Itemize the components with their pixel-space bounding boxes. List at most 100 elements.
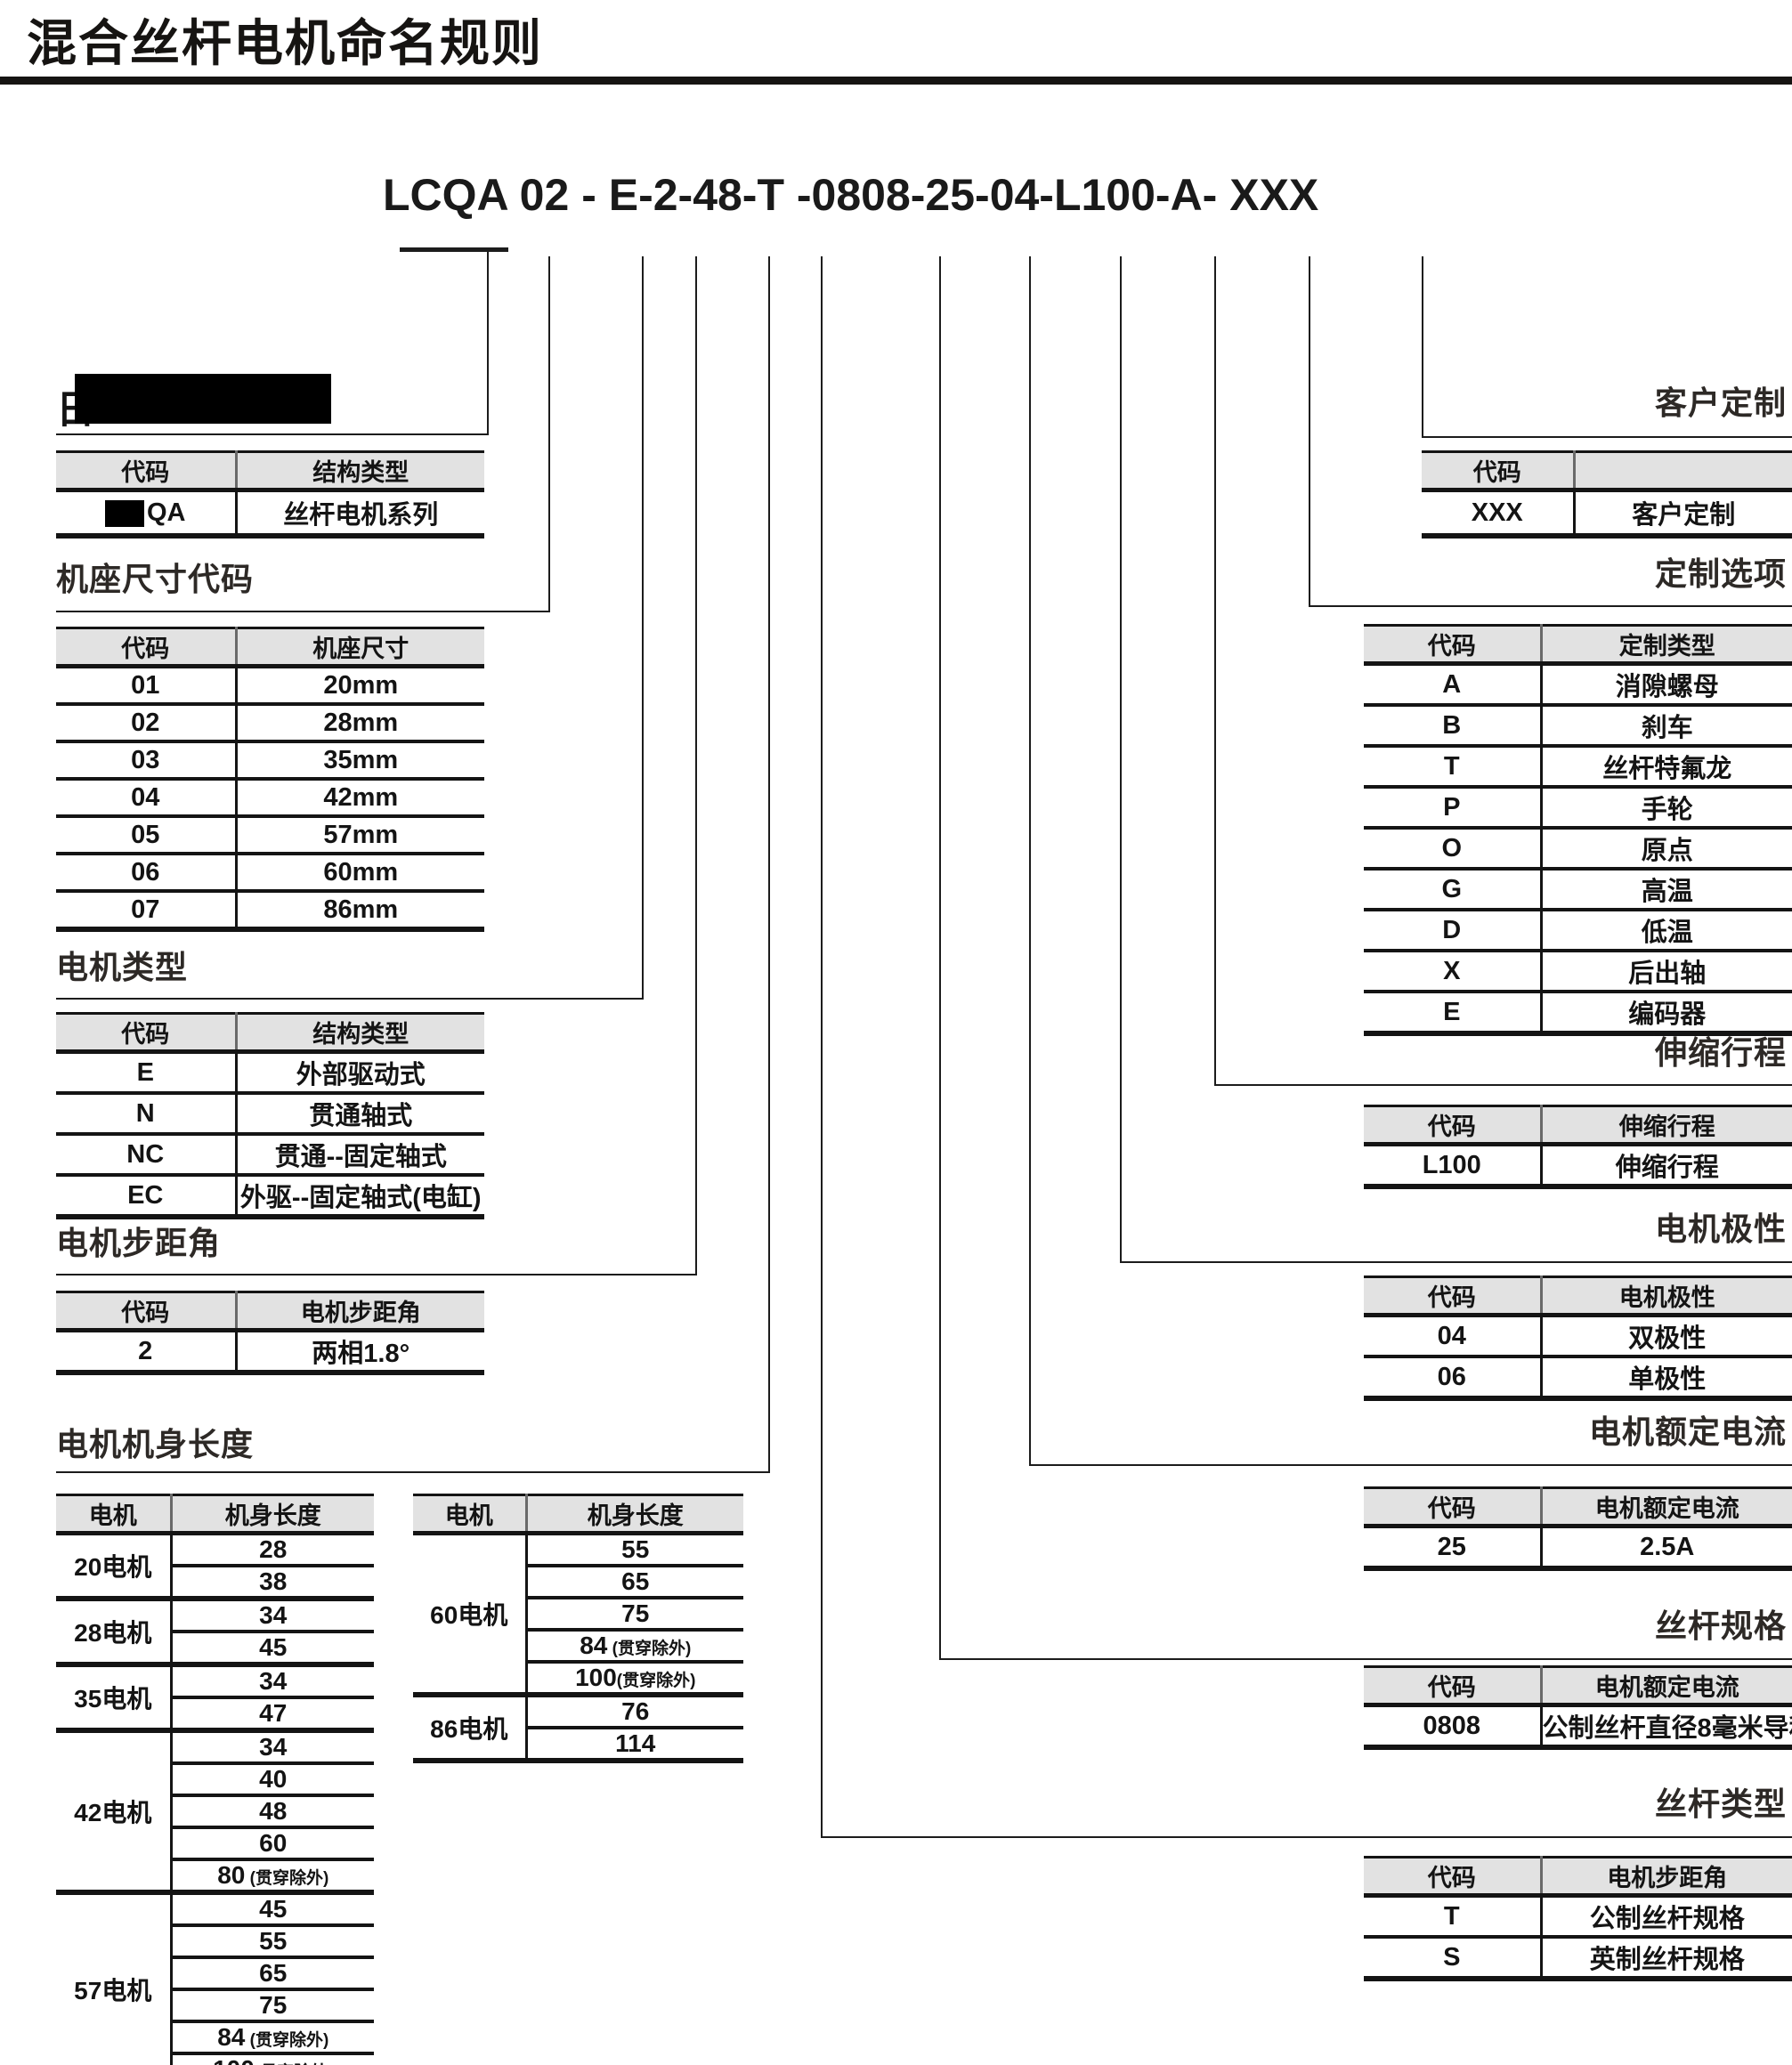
table-header-row: 代码 电机额定电流 xyxy=(1364,1486,1792,1528)
length-cell: 34 xyxy=(171,1664,374,1699)
table-header-row: 代码 结构类型 xyxy=(56,450,484,492)
section-label-customer: 客户定制 xyxy=(1654,385,1787,421)
value-cell: 后出轴 xyxy=(1541,951,1792,993)
section-label-screw-type: 丝杆类型 xyxy=(1654,1786,1787,1822)
header-cell: 代码 xyxy=(56,1291,238,1332)
header-cell: 电机额定电流 xyxy=(1541,1665,1792,1707)
connector-customer-h xyxy=(1422,436,1792,438)
header-cell: 机座尺寸 xyxy=(236,627,484,668)
code-cell: D xyxy=(1364,910,1543,952)
table-row: 47 xyxy=(56,1697,374,1733)
table-row: 60 xyxy=(56,1827,374,1861)
value-cell: 丝杆特氟龙 xyxy=(1541,746,1792,789)
length-cell: 84 (贯穿除外) xyxy=(526,1630,743,1664)
code-cell: 03 xyxy=(56,741,238,781)
value-cell: 两相1.8° xyxy=(236,1330,484,1375)
header-cell: 代码 xyxy=(1364,624,1543,666)
table-row: 75 xyxy=(56,1989,374,2023)
length-cell: 55 xyxy=(171,1925,374,1959)
connector-motor-type-h xyxy=(56,998,644,1000)
table-header-row: 代码 伸缩行程 xyxy=(1364,1105,1792,1146)
header-cell: 机身长度 xyxy=(526,1494,743,1535)
header-cell: 代码 xyxy=(56,450,238,492)
value-cell: 消隙螺母 xyxy=(1541,663,1792,707)
value-cell: 双极性 xyxy=(1541,1315,1792,1358)
connector-polarity-h xyxy=(1120,1261,1792,1263)
connector-body-length-v xyxy=(768,256,770,1471)
code-cell: E xyxy=(56,1051,238,1095)
value-cell: 贯通--固定轴式 xyxy=(236,1134,484,1177)
table-header-row: 代码 电机额定电流 xyxy=(1364,1665,1792,1707)
redaction-box xyxy=(75,374,331,424)
length-cell: 38 xyxy=(171,1566,374,1601)
table-header-row: 代码 电机步距角 xyxy=(1364,1856,1792,1898)
code-cell: X xyxy=(1364,951,1543,993)
code-cell: 02 xyxy=(56,704,238,743)
table-row: 65 xyxy=(413,1566,743,1599)
connector-frame-size-v xyxy=(548,256,550,611)
connector-screw-spec-v xyxy=(939,256,941,1658)
value-cell: 英制丝杆规格 xyxy=(1541,1937,1792,1981)
header-cell: 代码 xyxy=(1364,1105,1543,1146)
header-cell: 伸缩行程 xyxy=(1541,1105,1792,1146)
code-cell: 25 xyxy=(1364,1526,1543,1571)
motor-group-cell: 28电机 xyxy=(56,1599,173,1667)
page-title: 混合丝杆电机命名规则 xyxy=(27,15,543,71)
header-cell: 结构类型 xyxy=(236,450,484,492)
value-cell: 42mm xyxy=(236,779,484,818)
table-header-row: 代码 结构类型 xyxy=(56,1012,484,1054)
value-cell: 刹车 xyxy=(1541,705,1792,748)
section-label-motor-type: 电机类型 xyxy=(56,949,189,985)
header-cell: 结构类型 xyxy=(236,1012,484,1054)
value-cell: 贯通轴式 xyxy=(236,1093,484,1136)
length-cell: 75 xyxy=(526,1598,743,1632)
connector-polarity-v xyxy=(1120,256,1122,1261)
motor-group-cell: 60电机 xyxy=(413,1533,528,1697)
code-cell: B xyxy=(1364,705,1543,748)
table-header-row: 代码 定制类型 xyxy=(1364,624,1792,666)
length-cell: 84 (贯穿除外) xyxy=(171,2021,374,2055)
table-row: 80 (贯穿除外) xyxy=(56,1859,374,1895)
motor-group-cell: 86电机 xyxy=(413,1695,528,1763)
length-cell: 45 xyxy=(171,1892,374,1927)
value-cell: 20mm xyxy=(236,666,484,706)
code-cell: NC xyxy=(56,1134,238,1177)
table-row: 38 xyxy=(56,1566,374,1601)
length-cell: 28 xyxy=(171,1533,374,1567)
value-cell: 86mm xyxy=(236,891,484,932)
length-cell: 34 xyxy=(171,1599,374,1633)
connector-series-v xyxy=(487,251,489,433)
table-header-row: 电机 机身长度 xyxy=(413,1494,743,1535)
length-cell: 47 xyxy=(171,1697,374,1733)
value-cell: 原点 xyxy=(1541,828,1792,871)
header-cell: 电机极性 xyxy=(1541,1275,1792,1317)
code-cell: G xyxy=(1364,869,1543,911)
table-header-row: 代码 电机极性 xyxy=(1364,1275,1792,1317)
length-cell: 60 xyxy=(171,1827,374,1861)
screw-spec-table: 代码 电机额定电流 0808公制丝杆直径8毫米导程8mm xyxy=(1364,1665,1792,1750)
connector-options-v xyxy=(1309,256,1310,605)
code-cell: 07 xyxy=(56,891,238,932)
section-label-options: 定制选项 xyxy=(1654,555,1787,592)
value-cell: 公制丝杆直径8毫米导程8mm xyxy=(1541,1705,1792,1750)
value-cell: 公制丝杆规格 xyxy=(1541,1895,1792,1939)
connector-customer-v xyxy=(1422,256,1423,436)
code-cell: QA xyxy=(56,490,238,539)
